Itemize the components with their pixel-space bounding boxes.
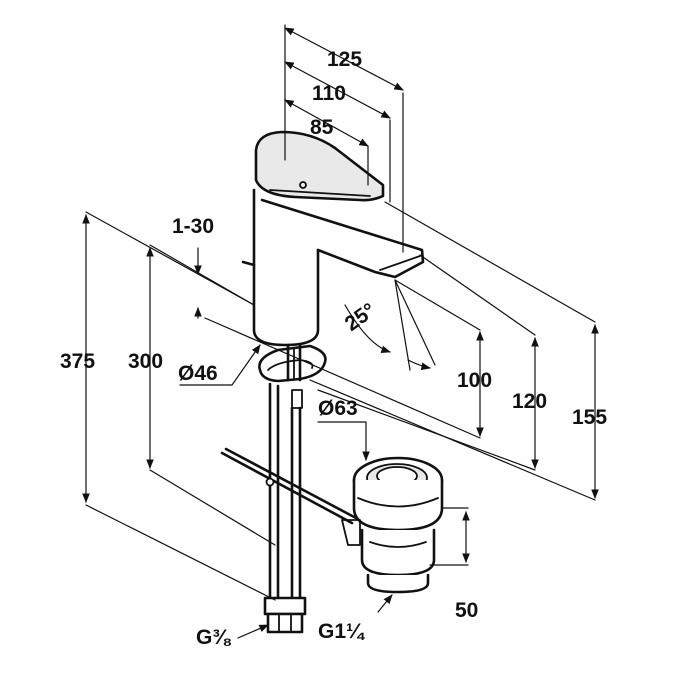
faucet-cylinder xyxy=(252,188,320,347)
thread-g1-1-4: G1¼ xyxy=(318,620,365,643)
dim-50: 50 xyxy=(455,599,478,622)
dim-angle-25: 25° xyxy=(341,299,380,336)
dim-125: 125 xyxy=(327,48,362,71)
hose-connector xyxy=(263,596,307,616)
dimension-labels: 125 110 85 1-30 375 300 Ø46 25° 100 120 … xyxy=(60,48,607,649)
dim-diameter-46: Ø46 xyxy=(178,362,218,385)
pop-up-rod xyxy=(220,447,358,525)
dim-300: 300 xyxy=(128,350,163,373)
dim-1-30: 1-30 xyxy=(172,215,214,238)
faucet-body xyxy=(241,130,425,634)
lever-handle xyxy=(254,130,385,202)
dim-100: 100 xyxy=(457,369,492,392)
waste-valve xyxy=(341,456,444,594)
dim-155: 155 xyxy=(572,406,607,429)
waste-body xyxy=(352,478,444,532)
waste-outlet xyxy=(366,573,430,594)
dimension-lines xyxy=(82,24,599,639)
dim-diameter-63: Ø63 xyxy=(318,397,358,420)
dim-120: 120 xyxy=(512,390,547,413)
dim-85: 85 xyxy=(310,116,334,139)
dim-375: 375 xyxy=(60,350,95,373)
mounting-ring xyxy=(258,344,327,383)
spout xyxy=(260,198,425,279)
dim-110: 110 xyxy=(312,82,346,105)
g38-nut xyxy=(266,612,304,634)
thread-g3-8: G⅜ xyxy=(196,626,231,649)
fixing-nut xyxy=(291,389,303,409)
